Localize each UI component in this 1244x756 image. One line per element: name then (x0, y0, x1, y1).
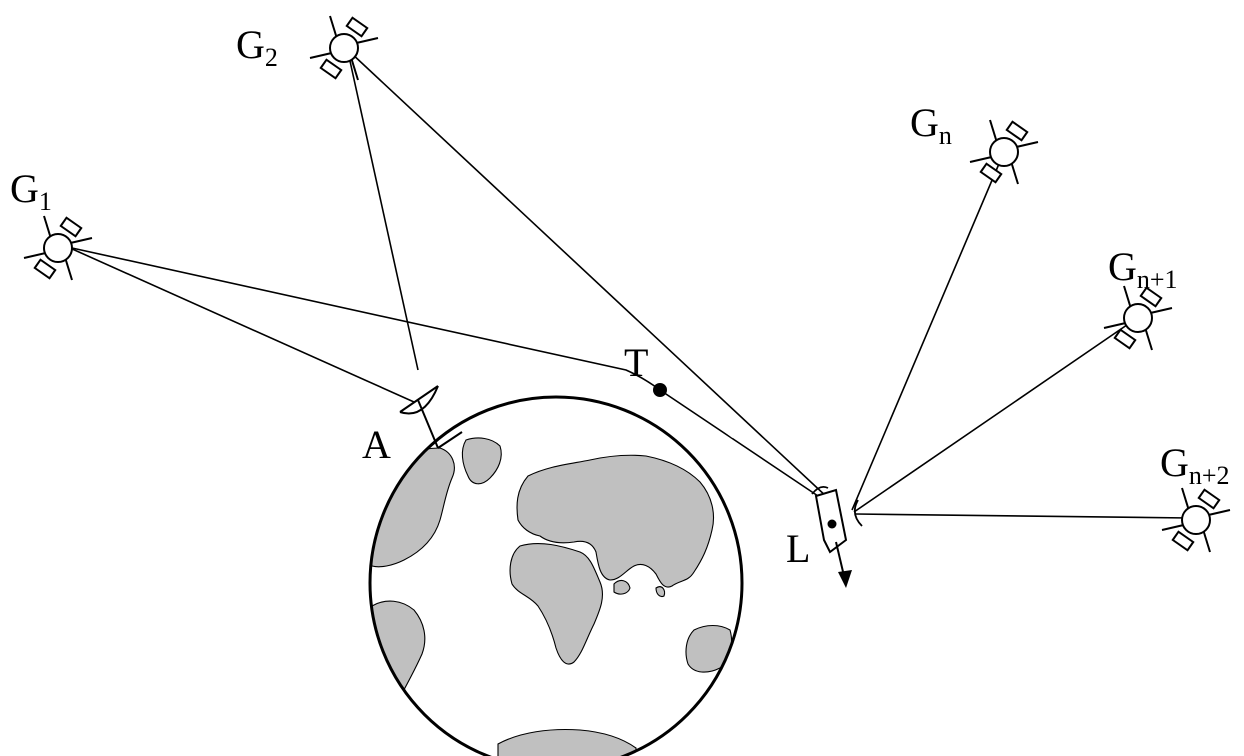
line-g1-a (69, 247, 415, 403)
line-g2-l (349, 51, 829, 499)
line-gn-l (851, 151, 1005, 511)
satellite-g1-icon (23, 215, 93, 281)
satellite-g2-icon (309, 15, 379, 81)
satellite-gn1-icon (1103, 285, 1173, 351)
ship-receiver (811, 485, 863, 588)
ground-antenna (399, 385, 463, 449)
label-t: T (624, 340, 648, 385)
label-a: A (362, 422, 391, 467)
label-gn1: Gn+1 (1108, 244, 1178, 294)
label-g1: G1 (10, 166, 52, 216)
label-g2: G2 (236, 22, 278, 72)
line-gn2-l (855, 513, 1191, 519)
line-gn1-l (853, 315, 1141, 513)
satellite-gn2-icon (1161, 487, 1231, 553)
label-gn: Gn (910, 100, 952, 150)
earth (368, 395, 744, 756)
satellite-gn-icon (969, 119, 1039, 185)
point-t-marker (653, 383, 667, 397)
line-g2-a (347, 51, 419, 371)
label-l: L (786, 526, 810, 571)
label-gn2: Gn+2 (1160, 440, 1230, 490)
